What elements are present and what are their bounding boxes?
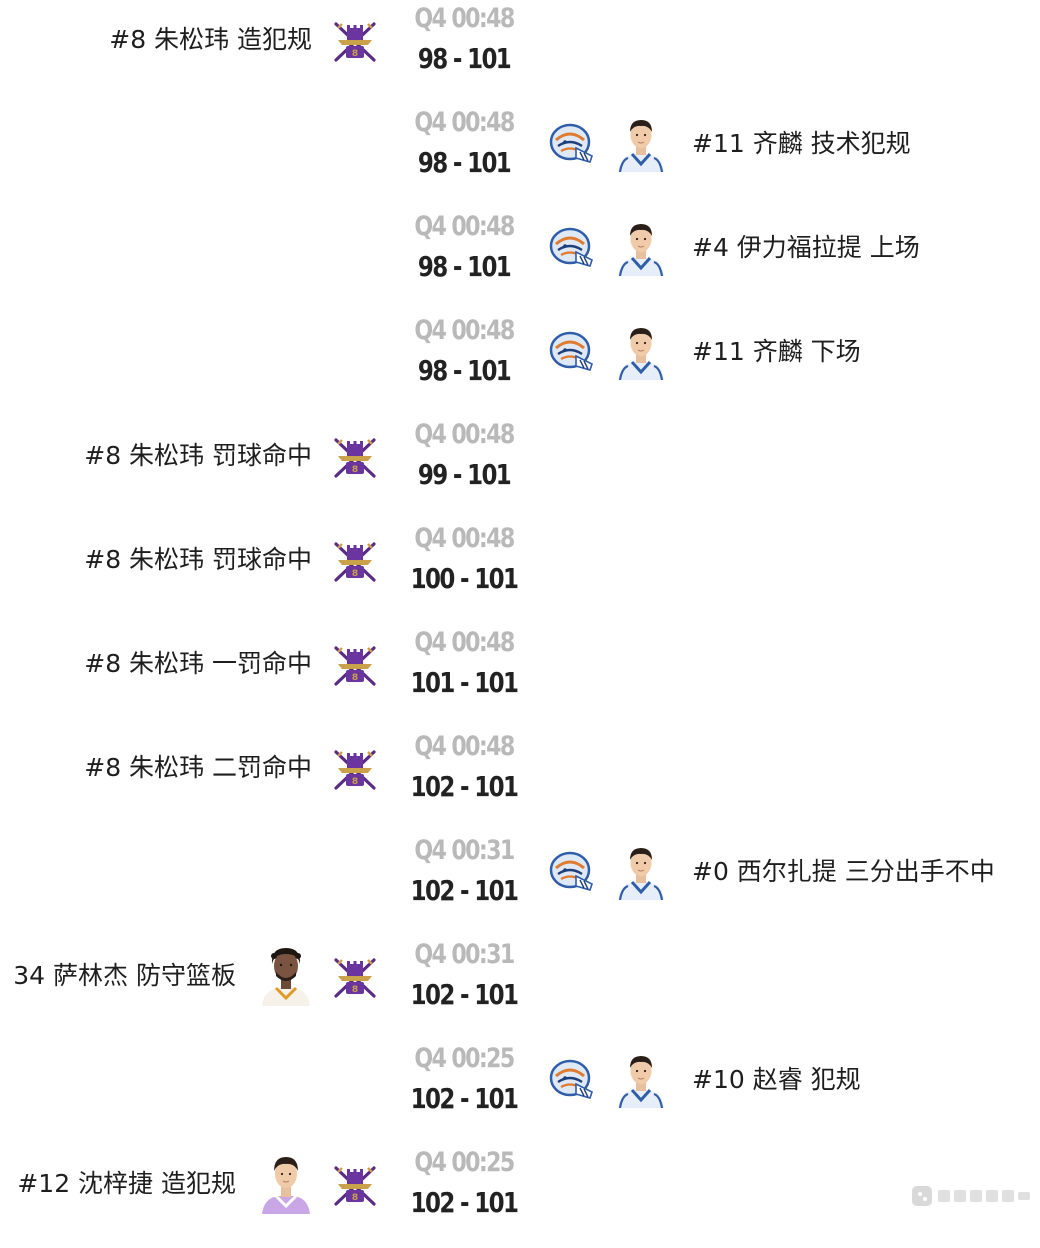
- player-avatar: [614, 322, 668, 380]
- event-score: 98 - 101: [417, 354, 512, 387]
- event-row: Q4 00:48 102 - 101 #8 朱松玮 二罚命中: [0, 728, 1040, 832]
- event-time: Q4 00:48: [414, 523, 515, 554]
- event-description: #8 朱松玮 罚球命中: [84, 441, 312, 470]
- event-row: Q4 00:48 101 - 101 #8 朱松玮 一罚命中: [0, 624, 1040, 728]
- event-description: #11 齐麟 技术犯规: [692, 129, 911, 158]
- team-logo-icon: [330, 16, 380, 66]
- team-logo-icon: [330, 952, 380, 1002]
- event-time: Q4 00:48: [414, 731, 515, 762]
- player-avatar: [614, 218, 668, 276]
- event-time: Q4 00:31: [414, 835, 515, 866]
- event-time: Q4 00:48: [414, 3, 515, 34]
- event-time: Q4 00:48: [414, 211, 515, 242]
- play-by-play-feed: Q4 00:48 98 - 101 #8 朱松玮 造犯规 Q4 00:48 98 - 1…: [0, 0, 1040, 1219]
- event-row: Q4 00:48 99 - 101 #8 朱松玮 罚球命中: [0, 416, 1040, 520]
- event-score: 100 - 101: [410, 562, 519, 595]
- event-description: #10 赵睿 犯规: [692, 1065, 861, 1094]
- event-description: 34 萨林杰 防守篮板: [13, 961, 236, 990]
- event-description: #8 朱松玮 罚球命中: [84, 545, 312, 574]
- event-description: #8 朱松玮 二罚命中: [84, 753, 312, 782]
- team-logo-icon: [330, 744, 380, 794]
- event-row: Q4 00:48 98 - 101 #8 朱松玮 造犯规: [0, 0, 1040, 104]
- event-description: #4 伊力福拉提 上场: [692, 233, 920, 262]
- event-row: Q4 00:31 102 - 101 #0 西尔扎提 三分出手不中: [0, 832, 1040, 936]
- event-score: 102 - 101: [410, 1186, 519, 1219]
- event-time: Q4 00:25: [414, 1043, 515, 1074]
- event-score: 98 - 101: [417, 42, 512, 75]
- event-time: Q4 00:25: [414, 1147, 515, 1178]
- team-logo-icon: [546, 1054, 598, 1106]
- event-row: Q4 00:25 102 - 101 #10 赵睿 犯规: [0, 1040, 1040, 1144]
- event-row: Q4 00:25 102 - 101 #12 沈梓捷 造犯规: [0, 1144, 1040, 1248]
- event-time: Q4 00:48: [414, 315, 515, 346]
- event-description: #8 朱松玮 一罚命中: [84, 649, 312, 678]
- team-logo-icon: [330, 640, 380, 690]
- event-time: Q4 00:48: [414, 419, 515, 450]
- event-time: Q4 00:48: [414, 627, 515, 658]
- event-description: #12 沈梓捷 造犯规: [17, 1169, 236, 1198]
- team-logo-icon: [330, 1160, 380, 1210]
- team-logo-icon: [546, 222, 598, 274]
- event-row: Q4 00:48 98 - 101 #11 齐麟 技术犯规: [0, 104, 1040, 208]
- event-score: 102 - 101: [410, 874, 519, 907]
- player-avatar: [614, 114, 668, 172]
- player-avatar: [260, 944, 312, 1006]
- event-score: 99 - 101: [417, 458, 512, 491]
- event-score: 102 - 101: [410, 770, 519, 803]
- event-row: Q4 00:48 100 - 101 #8 朱松玮 罚球命中: [0, 520, 1040, 624]
- event-score: 98 - 101: [417, 250, 512, 283]
- watermark-icon: [912, 1186, 1030, 1206]
- event-description: #8 朱松玮 造犯规: [109, 25, 312, 54]
- event-score: 98 - 101: [417, 146, 512, 179]
- team-logo-icon: [330, 536, 380, 586]
- event-score: 102 - 101: [410, 1082, 519, 1115]
- event-row: Q4 00:31 102 - 101 34 萨林杰 防守篮板: [0, 936, 1040, 1040]
- event-row: Q4 00:48 98 - 101 #11 齐麟 下场: [0, 312, 1040, 416]
- player-avatar: [614, 842, 668, 900]
- event-score: 101 - 101: [410, 666, 519, 699]
- event-score: 102 - 101: [410, 978, 519, 1011]
- player-avatar: [260, 1152, 312, 1214]
- team-logo-icon: [546, 326, 598, 378]
- team-logo-icon: [546, 846, 598, 898]
- event-row: Q4 00:48 98 - 101 #4 伊力福拉提 上场: [0, 208, 1040, 312]
- player-avatar: [614, 1050, 668, 1108]
- event-time: Q4 00:31: [414, 939, 515, 970]
- event-description: #11 齐麟 下场: [692, 337, 861, 366]
- team-logo-icon: [330, 432, 380, 482]
- event-time: Q4 00:48: [414, 107, 515, 138]
- team-logo-icon: [546, 118, 598, 170]
- event-description: #0 西尔扎提 三分出手不中: [692, 857, 995, 886]
